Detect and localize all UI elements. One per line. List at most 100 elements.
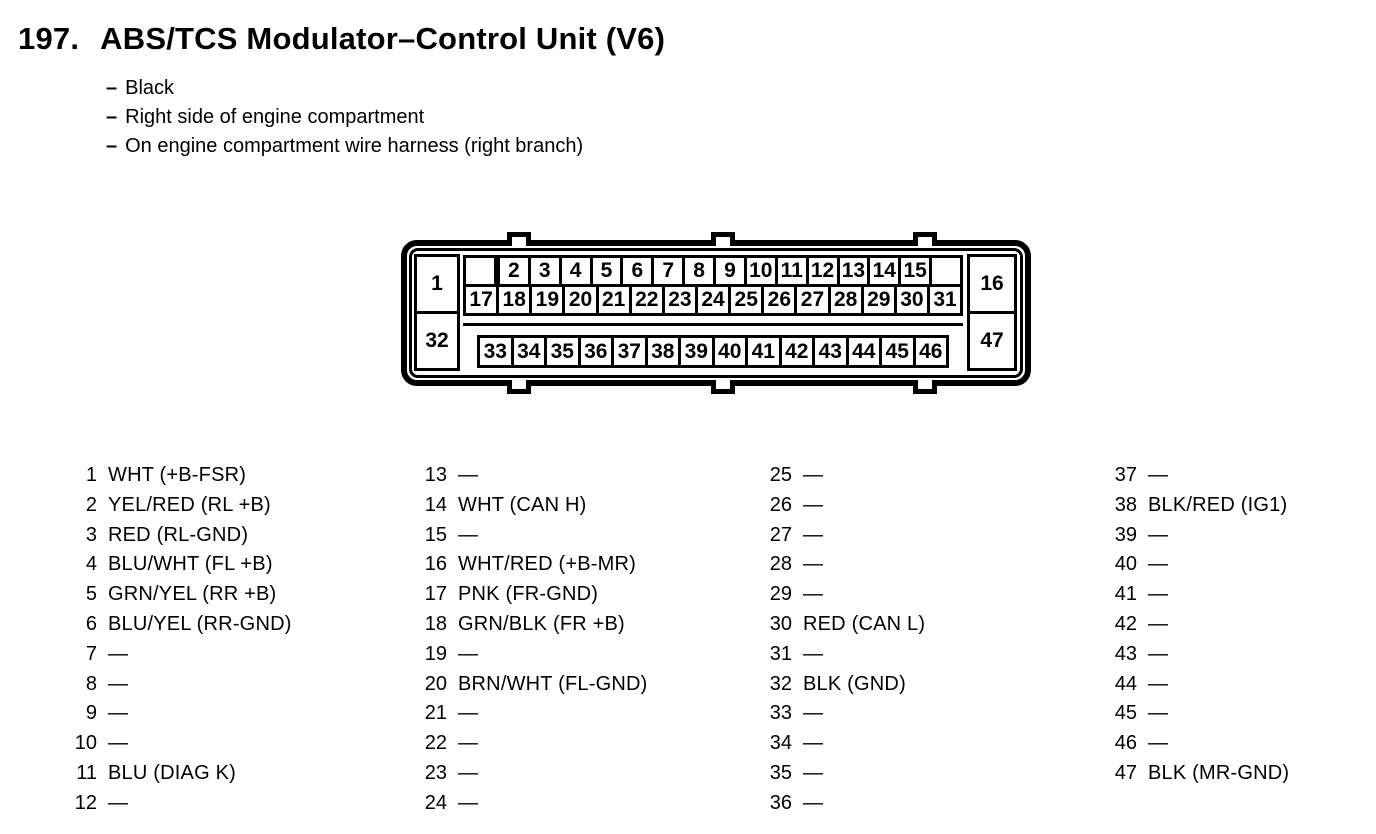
connector-pin-cell: 38 xyxy=(644,335,681,368)
pin-number: 8 xyxy=(85,672,97,695)
pin-wire-label: RED (RL-GND) xyxy=(108,523,249,546)
pin-wire-label: — xyxy=(1148,672,1169,695)
connector-pin-cell: 28 xyxy=(827,284,864,316)
connector-diagram: 1 16 32 47 2 3 4 5 6 7 8 9 10 xyxy=(401,232,1031,394)
note-dash: – xyxy=(106,106,118,128)
pin-number: 29 xyxy=(769,583,792,606)
connector-pin-cell: 43 xyxy=(812,335,849,368)
pin-row: 36 — xyxy=(752,792,925,822)
connector-mount-tab-top-left xyxy=(507,232,531,246)
pin-number: 19 xyxy=(424,642,447,665)
pin-wire-label: BLK (MR-GND) xyxy=(1148,761,1290,784)
pin-row: 17 PNK (FR-GND) xyxy=(407,583,647,613)
pin-row: 30 RED (CAN L) xyxy=(752,613,925,643)
pin-row: 23 — xyxy=(407,762,647,792)
connector-blank-cell xyxy=(463,255,497,287)
pin-wire-label: YEL/RED (RL +B) xyxy=(108,493,271,516)
pin-wire-label: — xyxy=(1148,464,1169,486)
pin-row: 46 — xyxy=(1097,732,1289,762)
pin-number: 21 xyxy=(424,702,447,725)
pin-row: 12 — xyxy=(57,792,292,822)
pin-number: 5 xyxy=(85,583,97,606)
connector-pin-cell: 34 xyxy=(510,335,547,368)
note-text: Right side of engine compartment xyxy=(125,106,425,128)
pin-number: 45 xyxy=(1114,702,1137,725)
connector-pin-cell: 14 xyxy=(867,255,902,287)
pin-wire-label: GRN/BLK (FR +B) xyxy=(458,612,625,635)
connector-pin-cell: 4 xyxy=(558,255,593,287)
connector-pin-cell: 3 xyxy=(527,255,562,287)
pin-wire-label: — xyxy=(1148,523,1169,546)
pin-number: 39 xyxy=(1114,523,1137,546)
pin-wire-label: — xyxy=(1148,553,1169,576)
connector-pin-cell: 8 xyxy=(682,255,716,287)
pin-wire-label: — xyxy=(1148,583,1169,606)
pin-number: 23 xyxy=(424,761,447,784)
pin-number: 26 xyxy=(769,493,792,516)
pin-row: 8 — xyxy=(57,673,292,703)
pin-number: 16 xyxy=(424,553,447,576)
section-number: 197. xyxy=(18,21,80,56)
connector-mount-tab-bottom-right xyxy=(913,380,937,394)
note-text: On engine compartment wire harness (righ… xyxy=(125,135,584,157)
connector-pin-cell: 25 xyxy=(728,284,765,316)
pin-row: 19 — xyxy=(407,643,647,673)
pin-number: 44 xyxy=(1114,672,1137,695)
pin-row: 3 RED (RL-GND) xyxy=(57,524,292,554)
pin-wire-label: BLK (GND) xyxy=(803,672,906,695)
pin-wire-label: — xyxy=(803,642,824,665)
pin-wire-label: — xyxy=(108,791,129,814)
pin-row: 16 WHT/RED (+B-MR) xyxy=(407,553,647,583)
pin-wire-label: — xyxy=(803,732,824,755)
pin-wire-label: WHT/RED (+B-MR) xyxy=(458,553,636,576)
connector-pin-cell: 44 xyxy=(845,335,882,368)
pin-row: 4 BLU/WHT (FL +B) xyxy=(57,553,292,583)
note-line: – On engine compartment wire harness (ri… xyxy=(106,132,583,161)
pin-number: 6 xyxy=(85,612,97,635)
pin-row: 13 — xyxy=(407,464,647,494)
pin-row: 15 — xyxy=(407,524,647,554)
connector-pin-cell: 5 xyxy=(589,255,624,287)
connector-pin-cell: 23 xyxy=(661,284,698,316)
pin-row: 10 — xyxy=(57,732,292,762)
pinout-column-3: 25 — 26 — 27 — 28 — 29 — 30 RED (CAN L) … xyxy=(752,464,925,822)
connector-mount-tab-top-center xyxy=(711,232,735,246)
connector-mount-tab-bottom-left xyxy=(507,380,531,394)
pin-wire-label: GRN/YEL (RR +B) xyxy=(108,583,277,606)
pin-row: 14 WHT (CAN H) xyxy=(407,494,647,524)
pin-row: 31 — xyxy=(752,643,925,673)
pin-number: 2 xyxy=(85,493,97,516)
pin-wire-label: PNK (FR-GND) xyxy=(458,583,599,606)
pin-row: 7 — xyxy=(57,643,292,673)
pinout-column-2: 13 — 14 WHT (CAN H) 15 — 16 WHT/RED (+B-… xyxy=(407,464,648,822)
connector-pin-cell: 9 xyxy=(713,255,747,287)
pin-number: 37 xyxy=(1114,464,1137,486)
pin-row: 28 — xyxy=(752,553,925,583)
connector-pin-cell: 42 xyxy=(778,335,815,368)
connector-pin-cell-16: 16 xyxy=(967,254,1017,314)
connector-pin-cell: 35 xyxy=(544,335,581,368)
pin-number: 47 xyxy=(1114,761,1137,784)
pin-row: 22 — xyxy=(407,732,647,762)
pin-wire-label: — xyxy=(803,523,824,546)
connector-pin-cell: 17 xyxy=(463,284,500,316)
pin-wire-label: — xyxy=(458,761,479,784)
pin-number: 22 xyxy=(424,732,447,755)
pin-row: 21 — xyxy=(407,702,647,732)
pinout-column-1: 1 WHT (+B-FSR) 2 YEL/RED (RL +B) 3 RED (… xyxy=(57,464,292,822)
connector-pin-cell-1: 1 xyxy=(414,254,460,314)
pin-number: 36 xyxy=(769,791,792,814)
connector-pin-cell: 18 xyxy=(496,284,533,316)
pin-row: 47 BLK (MR-GND) xyxy=(1097,762,1289,792)
pin-wire-label: — xyxy=(803,553,824,576)
pin-wire-label: — xyxy=(108,732,129,755)
pin-number: 12 xyxy=(74,791,97,814)
pin-row: 27 — xyxy=(752,524,925,554)
connector-row-bottom: 33 34 35 36 37 38 39 40 41 42 43 44 xyxy=(477,335,949,368)
connector-pin-cell: 24 xyxy=(694,284,732,316)
connector-pin-cell: 39 xyxy=(678,335,715,368)
pin-wire-label: BRN/WHT (FL-GND) xyxy=(458,672,648,695)
connector-row-middle: 17 18 19 20 21 22 23 24 25 26 27 28 29 3… xyxy=(463,284,964,316)
connector-mount-tab-top-right xyxy=(913,232,937,246)
pin-wire-label: — xyxy=(458,702,479,725)
